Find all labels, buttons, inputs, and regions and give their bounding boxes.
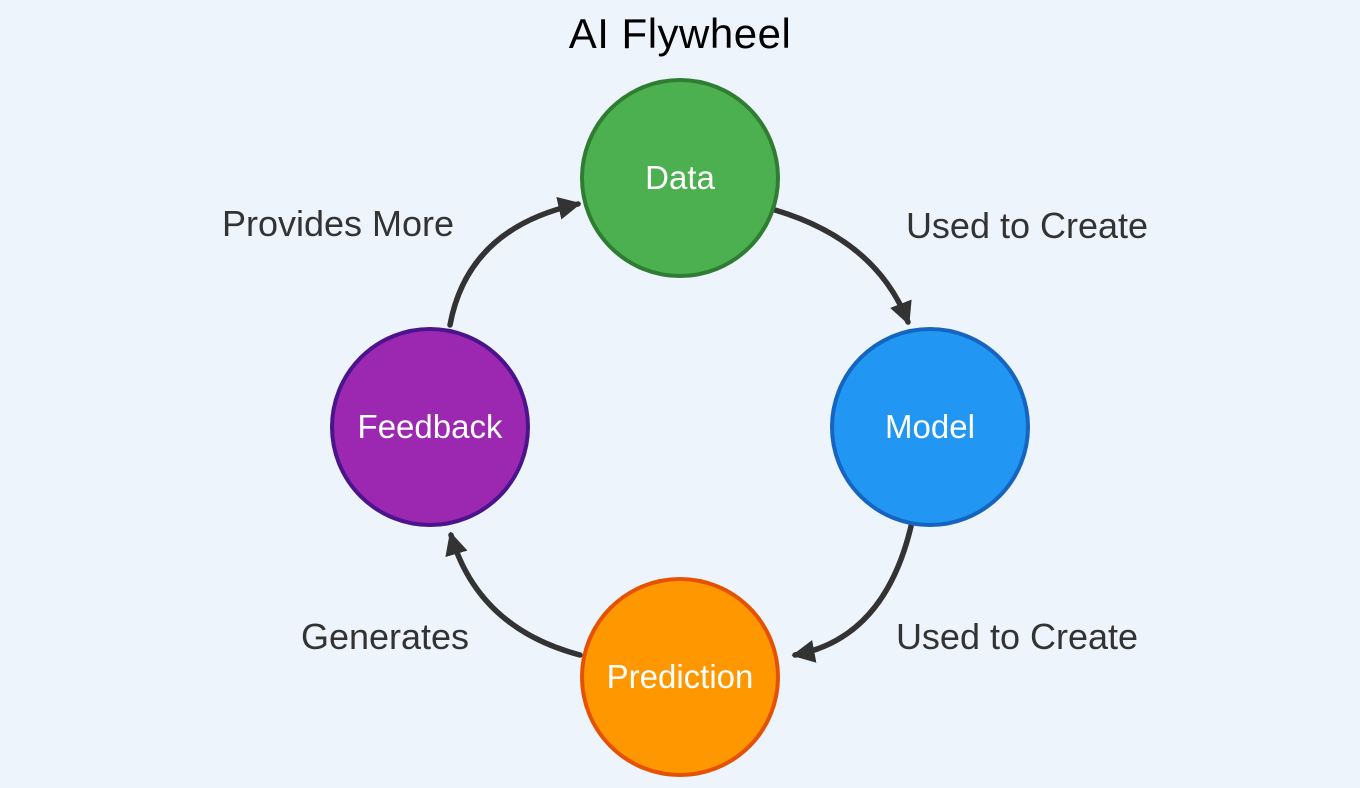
- node-model-label: Model: [885, 408, 975, 445]
- node-prediction: Prediction: [580, 577, 780, 777]
- edge-data-to-model-arrow: [772, 207, 912, 326]
- edge-label-feedback-to-data: Provides More: [221, 203, 455, 244]
- node-data-label: Data: [645, 159, 715, 196]
- edge-label-data-to-model: Used to Create: [905, 205, 1149, 246]
- edge-feedback-to-data-arrow: [447, 196, 582, 328]
- node-data: Data: [580, 78, 780, 278]
- edge-prediction-to-feedback-arrow: [445, 531, 583, 658]
- edge-label-prediction-to-feedback: Generates: [300, 616, 470, 657]
- edge-model-to-prediction-arrow: [791, 519, 915, 663]
- node-model: Model: [830, 327, 1030, 527]
- diagram-title: AI Flywheel: [568, 10, 792, 57]
- node-prediction-label: Prediction: [606, 658, 754, 695]
- node-feedback: Feedback: [330, 327, 530, 527]
- edge-label-model-to-prediction: Used to Create: [895, 616, 1139, 657]
- node-feedback-label: Feedback: [357, 408, 503, 445]
